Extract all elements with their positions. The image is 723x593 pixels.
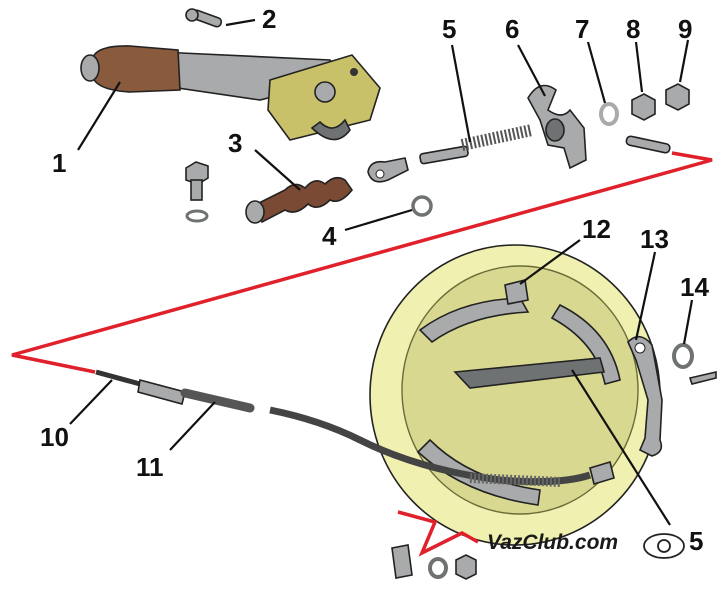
callout-labels: 1 2 3 4 5 6 7 8 9 10 11 12 13 14 5: [40, 4, 709, 556]
cable-routing-line: [11, 151, 713, 374]
pin-part-2: [185, 8, 223, 28]
callout-12: 12: [582, 214, 611, 244]
brake-lever-plate: [453, 357, 606, 389]
lever-grip-end: [80, 54, 100, 82]
leader-1: [77, 81, 121, 151]
callout-14: 14: [680, 272, 709, 302]
bolt-shank: [190, 179, 203, 201]
cable-front-end: [625, 135, 671, 154]
brake-shoe-lever: [627, 335, 663, 457]
bolt-and-washer: [185, 161, 209, 223]
leader-3: [254, 149, 301, 191]
callout-4: 4: [322, 221, 337, 251]
callout-15: 5: [689, 526, 703, 556]
callout-13: 13: [640, 224, 669, 254]
lock-washer-ring: [411, 195, 433, 217]
equalizer: [527, 84, 587, 170]
car-logo-icon: [643, 533, 685, 559]
cable-rod-10: [95, 369, 141, 387]
leader-9: [678, 39, 690, 83]
leader-6: [517, 44, 546, 97]
bolt-washer: [185, 209, 209, 223]
callout-5: 5: [442, 14, 456, 44]
bolt-head: [185, 161, 209, 185]
lever-pivot: [314, 81, 336, 103]
pin-head: [185, 8, 199, 22]
leader-5: [450, 44, 472, 143]
nut-part-9: [665, 83, 690, 111]
leader-4: [344, 208, 413, 232]
lever-bracket-hole: [350, 68, 358, 76]
rod-eye: [367, 157, 409, 183]
callout-6: 6: [505, 14, 519, 44]
nut-part-8: [631, 93, 656, 121]
washer-and-cotter-14: [672, 343, 717, 385]
leader-13: [634, 251, 657, 341]
rod-eye-hole: [375, 169, 385, 179]
rod-shaft: [419, 145, 469, 165]
watermark: VazClub.com: [487, 531, 685, 559]
adjusting-rod: [367, 124, 534, 183]
leader-14: [682, 299, 694, 345]
callout-3: 3: [228, 128, 242, 158]
boot-end: [245, 200, 265, 224]
cable-routing-line-lower: [397, 510, 479, 557]
leader-2: [225, 18, 256, 27]
plate-bolt: [504, 279, 529, 305]
cable-rear-eye: [589, 460, 615, 486]
cable-fitting-10: [137, 379, 186, 405]
leader-12: [519, 239, 581, 285]
callout-10: 10: [40, 422, 69, 452]
car-logo-body: [643, 533, 685, 559]
rear-cable: [95, 369, 615, 487]
callout-11: 11: [136, 452, 164, 482]
washer-part-7: [599, 102, 619, 126]
callout-leaders: [69, 18, 694, 526]
lever-lower-mount: [310, 118, 351, 141]
shoe-lever-hole: [634, 342, 646, 354]
leader-11: [169, 401, 216, 451]
watermark-text: VazClub.com: [487, 531, 618, 554]
boot-body: [253, 176, 353, 224]
cable-front-tip: [625, 135, 671, 154]
car-logo-wheel: [657, 539, 671, 553]
lock-washer: [411, 195, 433, 217]
callout-1: 1: [52, 148, 66, 178]
cotter-pin-14: [688, 370, 717, 385]
bottom-nut: [455, 554, 477, 580]
rubber-boot: [245, 176, 353, 224]
lever-grip: [91, 45, 181, 93]
leader-10: [69, 379, 113, 425]
hand-brake-lever: [80, 45, 381, 141]
leader-8: [634, 41, 644, 93]
callout-8: 8: [626, 14, 640, 44]
rod-thread: [460, 124, 534, 151]
bottom-washer: [428, 557, 448, 579]
washer-14: [672, 343, 694, 369]
brake-shoe-right: [550, 303, 621, 385]
plate-bolt-body: [504, 279, 529, 305]
callout-9: 9: [678, 14, 692, 44]
bottom-clip: [391, 544, 413, 579]
leader-15: [571, 369, 671, 526]
brake-shoe-upper: [418, 297, 530, 344]
cable-spring: [469, 473, 561, 487]
cable-sleeve-11: [180, 388, 255, 413]
callout-7: 7: [575, 14, 589, 44]
equalizer-hole: [545, 118, 565, 142]
bottom-small-parts: [391, 544, 477, 580]
callout-2: 2: [262, 4, 276, 34]
shoe-lever-body: [627, 335, 663, 457]
leader-7: [586, 41, 607, 104]
